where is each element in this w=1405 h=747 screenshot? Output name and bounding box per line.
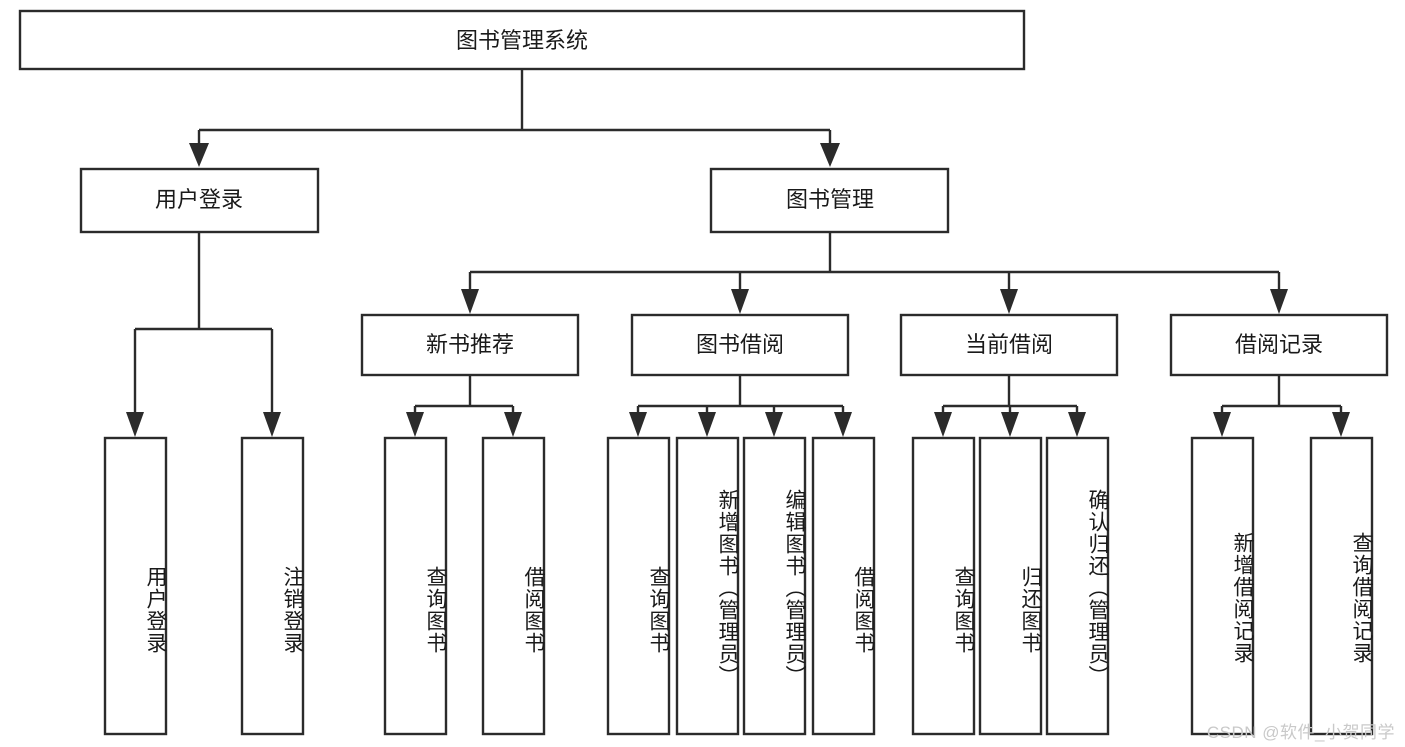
- node-book-borrow[interactable]: [630, 313, 850, 377]
- arrow-head-leaf-add-book-admin: [698, 412, 716, 437]
- node-book-management-label: 图书管理: [786, 187, 874, 212]
- arrow-head-leaf-logout-login: [263, 412, 281, 437]
- node-leaf-add-borrow-record[interactable]: [1190, 436, 1255, 736]
- node-leaf-add-book-admin[interactable]: [675, 436, 740, 736]
- connector-layer: [126, 69, 1350, 437]
- node-user-login-label: 用户登录: [155, 187, 243, 212]
- node-leaf-query-book-2[interactable]: [606, 436, 671, 736]
- arrow-head-book-management: [820, 143, 840, 167]
- arrow-head-leaf-query-borrow-record: [1332, 412, 1350, 437]
- arrow-head-leaf-return-book: [1001, 412, 1019, 437]
- node-leaf-user-login[interactable]: [103, 436, 168, 736]
- arrow-head-current-borrow: [1000, 289, 1018, 314]
- arrow-head-leaf-borrow-book-1: [504, 412, 522, 437]
- node-leaf-query-borrow-record[interactable]: [1309, 436, 1374, 736]
- arrow-head-leaf-borrow-book-2: [834, 412, 852, 437]
- arrow-head-leaf-query-book-3: [934, 412, 952, 437]
- node-user-login[interactable]: [79, 167, 320, 234]
- node-root-system-label: 图书管理系统: [456, 28, 588, 53]
- arrow-head-user-login: [189, 143, 209, 167]
- csdn-watermark: CSDN @软件_小贺同学: [1206, 723, 1395, 742]
- node-leaf-query-book-1[interactable]: [383, 436, 448, 736]
- arrow-head-leaf-edit-book-admin: [765, 412, 783, 437]
- node-leaf-borrow-book-1[interactable]: [481, 436, 546, 736]
- node-new-book-recommend[interactable]: [360, 313, 580, 377]
- node-borrow-record[interactable]: [1169, 313, 1389, 377]
- node-leaf-borrow-book-2[interactable]: [811, 436, 876, 736]
- arrow-head-leaf-query-book-2: [629, 412, 647, 437]
- node-leaf-return-book[interactable]: [978, 436, 1043, 736]
- node-book-borrow-label: 图书借阅: [696, 332, 784, 357]
- node-leaf-query-book-3[interactable]: [911, 436, 976, 736]
- node-leaf-confirm-return-admin[interactable]: [1045, 436, 1110, 736]
- arrow-head-leaf-user-login: [126, 412, 144, 437]
- node-borrow-record-label: 借阅记录: [1235, 332, 1323, 357]
- node-new-book-recommend-label: 新书推荐: [426, 332, 514, 357]
- node-leaf-logout-login[interactable]: [240, 436, 305, 736]
- node-leaf-edit-book-admin[interactable]: [742, 436, 807, 736]
- node-book-management[interactable]: [709, 167, 950, 234]
- node-layer: 图书管理系统 用户登录 图书管理 新书推荐 图书借阅 当前借阅 借阅记录: [18, 9, 1389, 736]
- arrow-head-book-borrow: [731, 289, 749, 314]
- node-current-borrow-label: 当前借阅: [965, 332, 1053, 357]
- arrow-head-leaf-query-book-1: [406, 412, 424, 437]
- arrow-head-new-book-recommend: [461, 289, 479, 314]
- node-root-system[interactable]: [18, 9, 1026, 71]
- arrow-head-leaf-add-borrow-record: [1213, 412, 1231, 437]
- node-current-borrow[interactable]: [899, 313, 1119, 377]
- arrow-head-borrow-record: [1270, 289, 1288, 314]
- arrow-head-leaf-confirm-return-admin: [1068, 412, 1086, 437]
